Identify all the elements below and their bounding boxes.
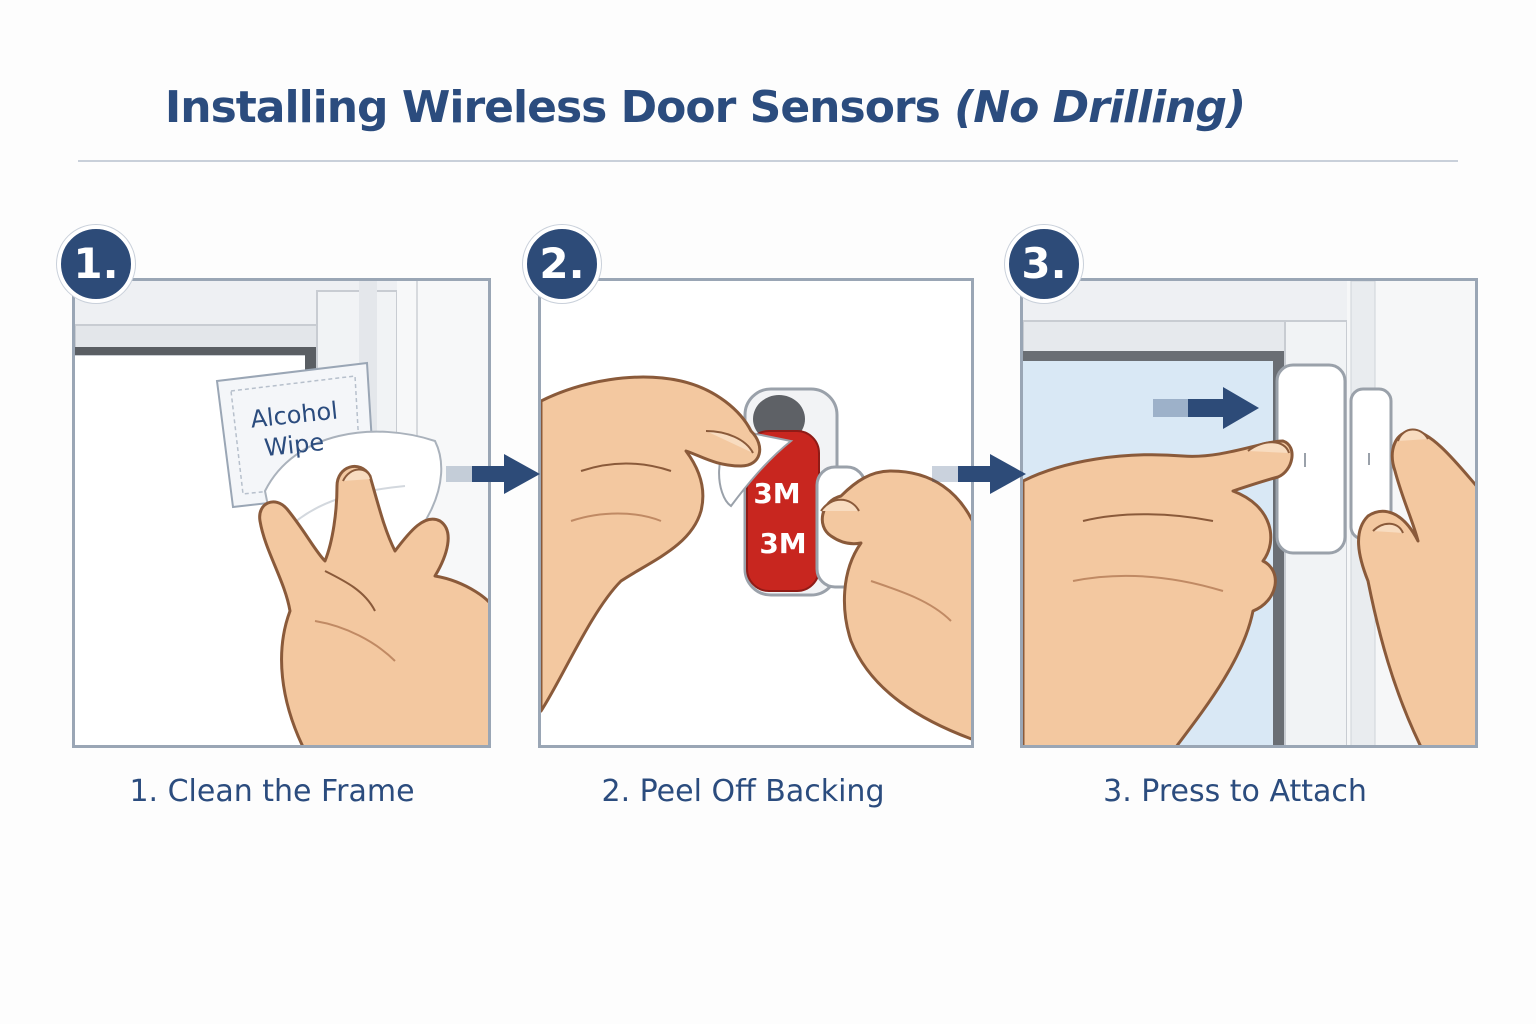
tape-label-2: 3M [759, 527, 806, 560]
step-1-illustration: Alcohol Wipe [75, 281, 488, 745]
step-2-illustration: 3M 3M [541, 375, 971, 741]
hand-icon [541, 375, 762, 713]
hand-icon [258, 464, 488, 745]
step-2-caption: 2. Peel Off Backing [601, 774, 885, 809]
arrow-right-icon [932, 454, 1026, 494]
wipe-label-2: Wipe [263, 428, 325, 462]
title-main: Installing Wireless Door Sensors [164, 82, 941, 133]
arrow-right-icon [1153, 387, 1259, 429]
step-3-badge: 3. [1005, 225, 1083, 303]
title-divider [78, 160, 1458, 162]
step-3-illustration [1023, 281, 1475, 745]
step-1-badge: 1. [57, 225, 135, 303]
hand-icon [1357, 428, 1475, 745]
tape-label-1: 3M [753, 477, 800, 510]
title-subtitle: (No Drilling) [954, 82, 1246, 133]
step-3-caption: 3. Press to Attach [1103, 774, 1367, 809]
step-2-panel: 3M 3M [538, 278, 974, 748]
hand-icon [820, 469, 971, 741]
step-3-panel [1020, 278, 1478, 748]
page-title: Installing Wireless Door Sensors (No Dri… [0, 82, 1410, 133]
step-1-caption: 1. Clean the Frame [129, 774, 415, 809]
hand-icon [1023, 439, 1294, 745]
step-1-panel: Alcohol Wipe [72, 278, 491, 748]
step-2-badge: 2. [523, 225, 601, 303]
arrow-right-icon [446, 454, 540, 494]
